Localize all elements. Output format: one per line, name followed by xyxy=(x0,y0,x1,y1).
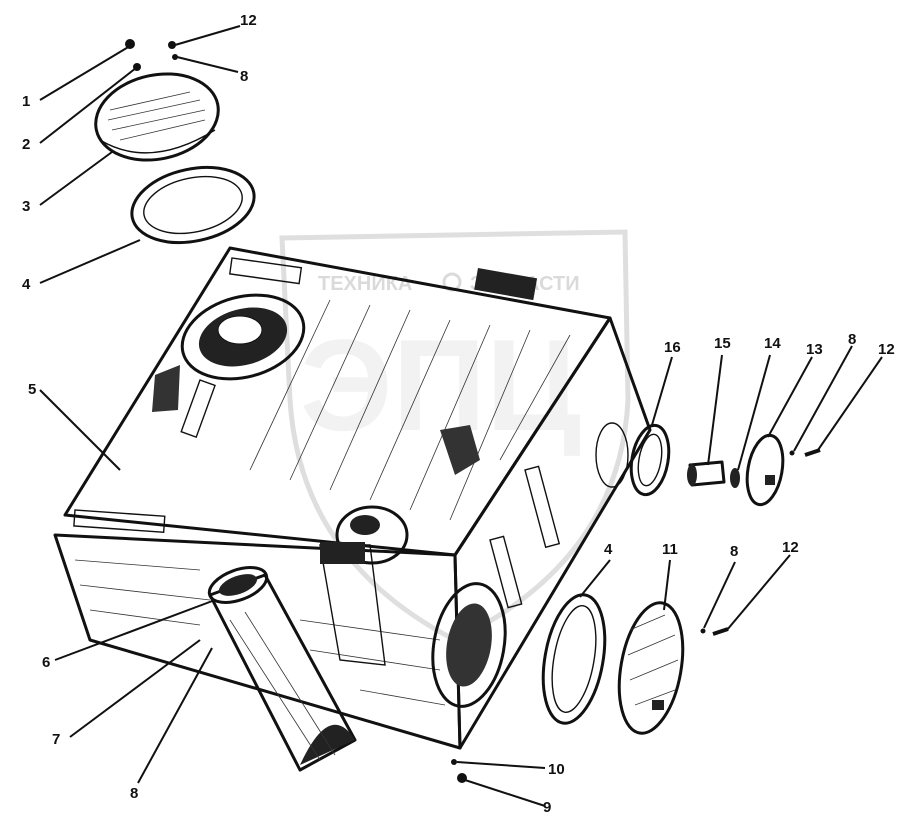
washer-8-lower xyxy=(700,628,706,634)
watermark-logo-letters: ЭПЦ xyxy=(300,312,581,458)
tank-body xyxy=(53,246,652,772)
label-7: 7 xyxy=(52,731,60,748)
label-2: 2 xyxy=(22,136,30,153)
top-gasket xyxy=(130,166,256,244)
cover-11 xyxy=(617,601,685,735)
washer-8-right xyxy=(789,450,795,456)
top-cover-assembly xyxy=(94,39,220,162)
washer-10 xyxy=(451,759,457,765)
label-4-lower: 4 xyxy=(604,541,613,558)
label-9: 9 xyxy=(543,799,551,816)
leader-lines xyxy=(39,25,883,807)
label-14: 14 xyxy=(764,335,781,352)
label-8-right: 8 xyxy=(848,331,856,348)
gasket-4-top xyxy=(130,166,256,244)
label-13: 13 xyxy=(806,341,823,358)
part-labels: 1 2 3 4 5 6 7 8 9 10 12 8 16 15 14 13 8 … xyxy=(22,12,895,816)
cover-13 xyxy=(745,433,785,507)
label-8-bottom: 8 xyxy=(130,785,138,802)
label-10: 10 xyxy=(548,761,565,778)
label-12-lower: 12 xyxy=(782,539,799,556)
label-5: 5 xyxy=(28,381,36,398)
drain-opening xyxy=(595,422,629,488)
label-8-lower: 8 xyxy=(730,543,738,560)
label-8-top: 8 xyxy=(240,68,248,85)
drain-plug-9 xyxy=(457,773,467,783)
label-1: 1 xyxy=(22,93,30,110)
washer-8-top xyxy=(172,54,178,60)
right-parts xyxy=(629,423,821,507)
inspection-opening-right xyxy=(431,582,507,708)
ring-14 xyxy=(730,468,740,488)
label-6: 6 xyxy=(42,654,50,671)
label-11: 11 xyxy=(662,541,678,558)
gasket-4-lower xyxy=(541,593,607,725)
gasket-16 xyxy=(629,423,671,497)
label-4-top: 4 xyxy=(22,276,31,293)
label-15: 15 xyxy=(714,335,731,352)
label-16: 16 xyxy=(664,339,681,356)
lower-right-parts xyxy=(451,593,729,783)
bolt-12-right xyxy=(804,448,821,457)
filler-flange xyxy=(180,293,306,381)
watermark-brand-left: ТЕХНИКА xyxy=(318,273,412,295)
label-3: 3 xyxy=(22,198,30,215)
bolt-12-top xyxy=(168,41,176,49)
cover-plate-3 xyxy=(94,72,220,162)
bolt-12-lower xyxy=(712,627,729,636)
label-12-top: 12 xyxy=(240,12,257,29)
label-12-right: 12 xyxy=(878,341,895,358)
